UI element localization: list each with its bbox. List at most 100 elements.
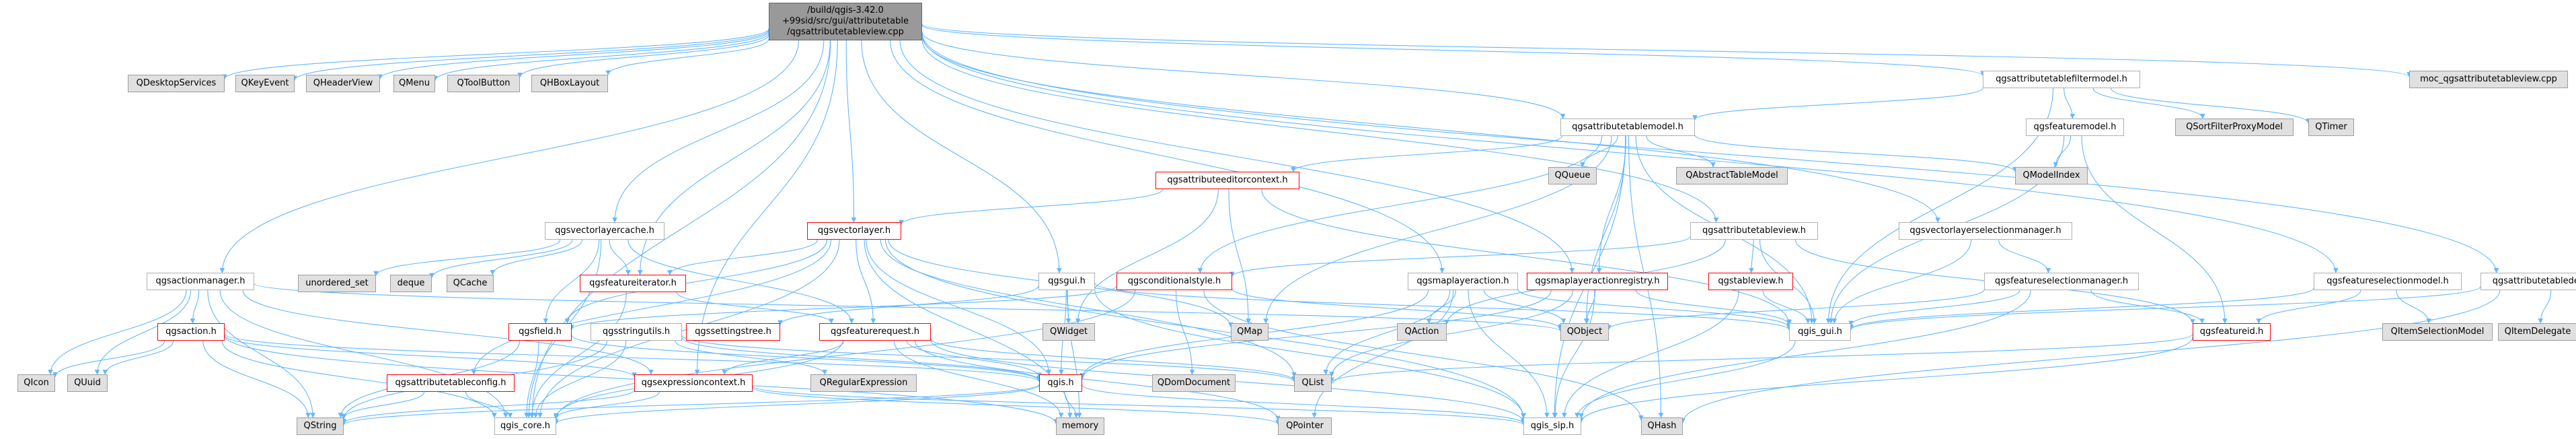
graph-node-qwidget[interactable]: QWidget <box>1043 323 1095 341</box>
include-edge <box>1203 290 1644 421</box>
graph-node-qgssettingstree-h[interactable]: qgssettingstree.h <box>686 323 780 341</box>
graph-node-qdomdocument[interactable]: QDomDocument <box>1152 374 1236 392</box>
graph-node-qgsgui-h[interactable]: qgsgui.h <box>1038 273 1095 290</box>
graph-node-qgsactionmanager-h[interactable]: qgsactionmanager.h <box>147 273 254 290</box>
graph-node-deque[interactable]: deque <box>390 275 432 292</box>
graph-node-qsortfilterproxymodel[interactable]: QSortFilterProxyModel <box>2175 119 2294 136</box>
graph-node-qgis-gui-h[interactable]: qgis_gui.h <box>1789 323 1851 341</box>
graph-node-qgis-sip-h[interactable]: qgis_sip.h <box>1523 417 1581 435</box>
graph-node-qhboxlayout[interactable]: QHBoxLayout <box>531 75 608 92</box>
graph-node-qgis-core-h[interactable]: qgis_core.h <box>494 417 556 435</box>
graph-node-qgstableview-h[interactable]: qgstableview.h <box>1708 273 1793 290</box>
include-edge <box>1468 290 1550 418</box>
node-label: QObject <box>1566 327 1603 337</box>
graph-node-qabstracttablemodel[interactable]: QAbstractTableModel <box>1676 167 1788 184</box>
graph-node-qgsattributeeditorcontext-h[interactable]: qgsattributeeditorcontext.h <box>1156 172 1299 189</box>
include-edge <box>1848 290 2020 327</box>
graph-node-unordered-set[interactable]: unordered_set <box>298 275 376 292</box>
graph-node-qgsmaplayeractionregistry-h[interactable]: qgsmaplayeractionregistry.h <box>1527 273 1668 290</box>
include-edge <box>1229 236 1691 277</box>
graph-node-qgsvectorlayer-h[interactable]: qgsvectorlayer.h <box>807 222 901 240</box>
node-label: qgsfeatureid.h <box>2199 327 2264 337</box>
graph-node-memory[interactable]: memory <box>1056 417 1104 435</box>
graph-node-qgsfeatureid-h[interactable]: qgsfeatureid.h <box>2193 323 2271 341</box>
graph-node-qicon[interactable]: QIcon <box>17 374 55 392</box>
include-edge <box>2396 290 2432 324</box>
graph-node-qlist[interactable]: QList <box>1294 374 1332 392</box>
graph-node-qobject[interactable]: QObject <box>1560 323 1609 341</box>
include-edge <box>1552 290 1595 418</box>
graph-node-qmap[interactable]: QMap <box>1231 323 1268 341</box>
graph-node-qgsfield-h[interactable]: qgsfield.h <box>508 323 572 341</box>
include-edge <box>1075 189 1219 324</box>
graph-node-qgsfeatureselectionmodel-h[interactable]: qgsfeatureselectionmodel.h <box>2314 273 2462 290</box>
graph-node-qgsfeaturerequest-h[interactable]: qgsfeaturerequest.h <box>819 323 931 341</box>
include-edge <box>221 340 497 418</box>
graph-node-qdesktopservices[interactable]: QDesktopServices <box>128 75 225 92</box>
include-edge <box>845 40 857 223</box>
graph-node-qhash[interactable]: QHash <box>1641 417 1683 435</box>
include-edge <box>1749 239 1754 273</box>
graph-node-qgsstringutils-h[interactable]: qgsstringutils.h <box>591 323 682 341</box>
include-edge <box>1197 135 1603 273</box>
graph-node-qgsmaplayeraction-h[interactable]: qgsmaplayeraction.h <box>1408 273 1518 290</box>
graph-node-qtoolbutton[interactable]: QToolButton <box>447 75 520 92</box>
include-edge <box>207 290 316 418</box>
graph-node-qgsconditionalstyle-h[interactable]: qgsconditionalstyle.h <box>1116 273 1232 290</box>
node-label: qgsattributetablemodel.h <box>1572 122 1683 132</box>
include-edge <box>722 340 845 375</box>
graph-node-qpointer[interactable]: QPointer <box>1278 417 1332 435</box>
include-edge <box>222 28 769 80</box>
include-edge <box>341 384 1040 426</box>
graph-node-qgsattributetableconfig-h[interactable]: qgsattributetableconfig.h <box>387 374 515 392</box>
graph-node-qitemselectionmodel[interactable]: QItemSelectionModel <box>2382 323 2493 341</box>
graph-node-qtimer[interactable]: QTimer <box>2308 119 2354 136</box>
graph-node-qgsfeatureiterator-h[interactable]: qgsfeatureiterator.h <box>580 275 686 292</box>
include-edge <box>254 283 1563 332</box>
graph-node-qgis-h[interactable]: qgis.h <box>1039 374 1082 392</box>
graph-node-qmodelindex[interactable]: QModelIndex <box>2015 167 2088 184</box>
graph-node-qgsaction-h[interactable]: qgsaction.h <box>157 323 225 341</box>
include-edge <box>1232 288 1563 330</box>
include-edge <box>224 335 637 378</box>
graph-node-qgsexpressioncontext-h[interactable]: qgsexpressioncontext.h <box>634 374 753 392</box>
include-edge <box>2256 290 2361 324</box>
include-edge <box>1175 290 1195 375</box>
include-edge <box>2092 88 2205 119</box>
node-label: qgsattributetablefiltermodel.h <box>1996 74 2127 84</box>
node-label: QString <box>303 421 337 431</box>
graph-node-qstring[interactable]: QString <box>297 417 344 435</box>
graph-node-qgsattributetablefiltermodel-h[interactable]: qgsattributetablefiltermodel.h <box>1983 71 2140 88</box>
node-label: QMenu <box>399 78 430 88</box>
graph-node-qgsfeaturemodel-h[interactable]: qgsfeaturemodel.h <box>2026 119 2124 136</box>
include-edge <box>1329 333 2193 383</box>
graph-node-qregularexpression[interactable]: QRegularExpression <box>810 374 917 392</box>
graph-node-qgsattributetablemodel-h[interactable]: qgsattributetablemodel.h <box>1560 119 1695 136</box>
node-label: QUuid <box>74 378 101 388</box>
graph-node-moc-cpp[interactable]: moc_qgsattributetableview.cpp <box>2409 71 2568 88</box>
graph-node-qcache[interactable]: QCache <box>447 275 494 292</box>
graph-node-qmenu[interactable]: QMenu <box>393 75 435 92</box>
graph-node-qheaderview[interactable]: QHeaderView <box>306 75 380 92</box>
include-edge <box>1579 337 2193 423</box>
graph-node-qgsvectorlayerselectionmanager-h[interactable]: qgsvectorlayerselectionmanager.h <box>1899 222 2072 240</box>
graph-node-qgsfeatureselectionmanager-h[interactable]: qgsfeatureselectionmanager.h <box>1984 273 2139 290</box>
node-label: QToolButton <box>457 78 510 88</box>
include-edge <box>1064 391 1079 418</box>
graph-node-qgsvectorlayercache-h[interactable]: qgsvectorlayercache.h <box>545 222 665 240</box>
node-label: QMap <box>1237 327 1262 337</box>
graph-node-qitemdelegate[interactable]: QItemDelegate <box>2498 323 2576 341</box>
graph-node-quuid[interactable]: QUuid <box>67 374 108 392</box>
include-edge <box>1575 340 1796 418</box>
graph-node-qqueue[interactable]: QQueue <box>1548 167 1597 184</box>
graph-node-qgsattributetabledelegate-h[interactable]: qgsattributetabledelegate.h <box>2480 273 2576 290</box>
include-edge <box>377 30 769 79</box>
graph-node-qaction[interactable]: QAction <box>1397 323 1447 341</box>
node-label: QSortFilterProxyModel <box>2186 122 2283 132</box>
graph-node-qkeyevent[interactable]: QKeyEvent <box>235 75 295 92</box>
include-edge <box>202 340 311 418</box>
include-edge <box>569 285 1117 331</box>
graph-node-qgsattributetableview-h[interactable]: qgsattributetableview.h <box>1690 222 1818 240</box>
node-label: qgsattributetableview.h <box>1702 226 1807 236</box>
include-edge <box>341 389 635 424</box>
